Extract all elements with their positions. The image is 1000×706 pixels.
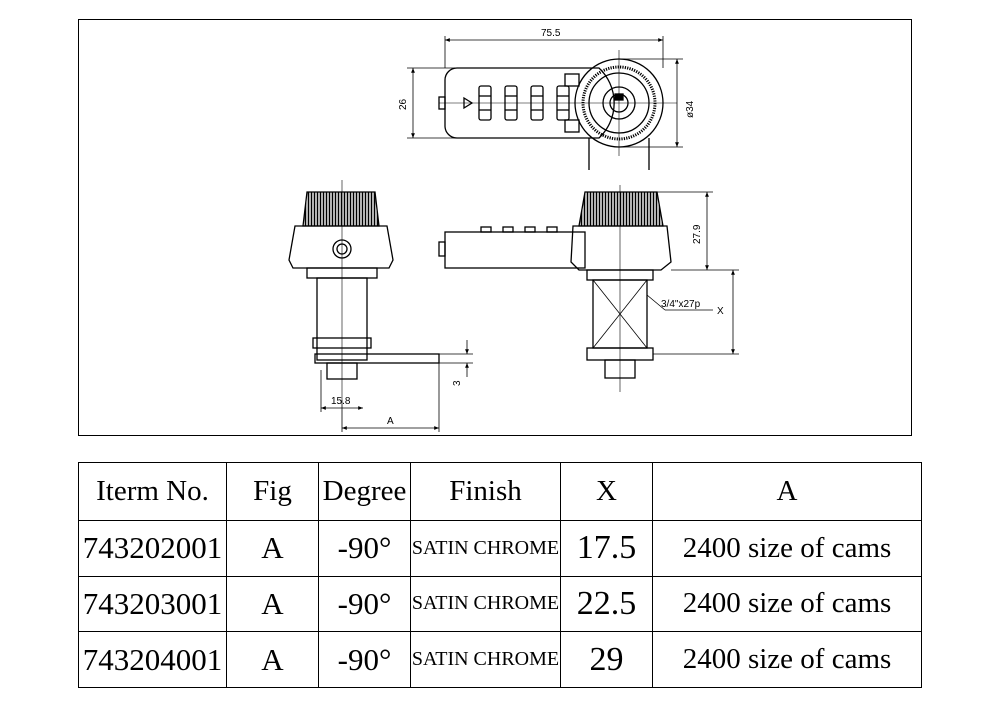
table-header-row: Iterm No. Fig Degree Finish X A <box>78 462 922 521</box>
table-row: 743202001 A -90° SATIN CHROME 17.5 2400 … <box>78 520 922 577</box>
table-row: 743204001 A -90° SATIN CHROME 29 2400 si… <box>78 631 922 688</box>
header-finish: Finish <box>410 462 561 521</box>
top-view <box>438 50 677 170</box>
cell-a: 2400 size of cams <box>652 520 922 577</box>
front-view-right <box>438 185 672 392</box>
cell-finish: SATIN CHROME <box>410 575 561 633</box>
cell-fig: A <box>226 575 319 633</box>
header-degree: Degree <box>318 462 411 521</box>
side-view-left <box>288 180 440 400</box>
cell-x: 17.5 <box>560 520 653 577</box>
dim-diameter-label: ø34 <box>685 100 696 118</box>
cell-a: 2400 size of cams <box>652 575 922 633</box>
cell-item-no: 743202001 <box>78 520 227 577</box>
dim-thread-label: 3/4"x27p <box>661 299 701 310</box>
dim-x <box>646 270 739 355</box>
cell-a: 2400 size of cams <box>652 631 922 688</box>
cell-x: 29 <box>560 631 653 688</box>
cell-fig: A <box>226 631 319 688</box>
dim-height-label: 26 <box>398 98 409 110</box>
technical-drawing: 75.5 26 ø34 <box>288 28 739 432</box>
header-fig: Fig <box>226 462 319 521</box>
dim-x-label: X <box>717 306 724 317</box>
cell-item-no: 743203001 <box>78 575 227 633</box>
dim-knob-height-label: 27.9 <box>692 224 703 244</box>
dim-overall-length <box>444 36 664 68</box>
dim-cam-thickness <box>439 340 473 377</box>
cell-degree: -90° <box>318 520 411 577</box>
dim-cam-offset-label: 15.8 <box>331 396 351 407</box>
cell-degree: -90° <box>318 575 411 633</box>
cell-fig: A <box>226 520 319 577</box>
cell-x: 22.5 <box>560 575 653 633</box>
cell-finish: SATIN CHROME <box>410 631 561 688</box>
cell-item-no: 743204001 <box>78 631 227 688</box>
technical-drawing-frame: 75.5 26 ø34 <box>78 19 912 436</box>
table-row: 743203001 A -90° SATIN CHROME 22.5 2400 … <box>78 575 922 633</box>
dim-overall-length-label: 75.5 <box>541 28 561 39</box>
dim-a <box>341 363 440 432</box>
cell-degree: -90° <box>318 631 411 688</box>
header-item-no: Iterm No. <box>78 462 227 521</box>
dim-diameter <box>619 58 683 148</box>
dim-height <box>407 67 457 139</box>
dim-a-label: A <box>387 416 394 427</box>
dim-cam-thickness-label: 3 <box>452 380 463 386</box>
specification-table: Iterm No. Fig Degree Finish X A 74320200… <box>78 462 922 688</box>
dim-knob-height <box>639 191 739 271</box>
header-a: A <box>652 462 922 521</box>
header-x: X <box>560 462 653 521</box>
cell-finish: SATIN CHROME <box>410 520 561 577</box>
